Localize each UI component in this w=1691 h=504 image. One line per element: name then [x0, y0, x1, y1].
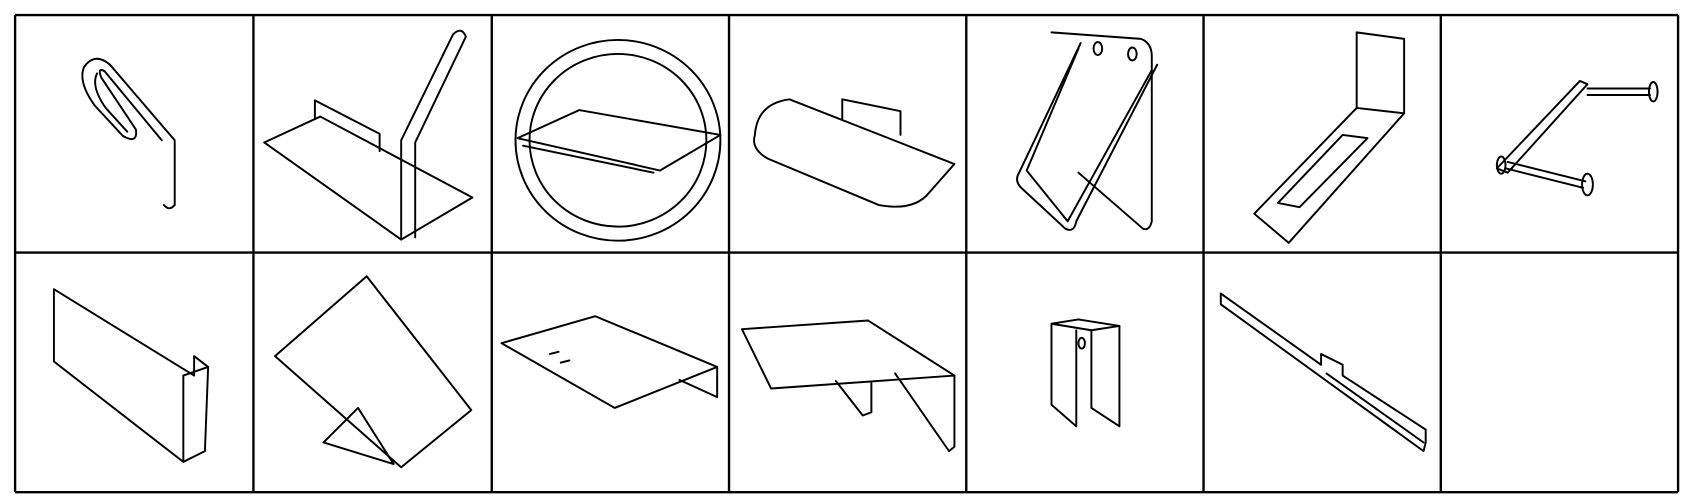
- part-l-bracket-with-arm: [263, 29, 474, 241]
- part-wire-hanger-plate: [1016, 31, 1159, 231]
- part-j-channel: [52, 288, 210, 463]
- part-hook: [81, 57, 176, 210]
- grid-lines: [13, 13, 1680, 494]
- part-u-channel-post: [1050, 318, 1121, 428]
- part-long-angle-bar: [1219, 292, 1427, 453]
- part-shelf-with-lip: [500, 315, 719, 409]
- part-towel-holder: [1495, 79, 1659, 197]
- part-ring-shelf: [514, 38, 722, 242]
- part-rounded-shelf: [753, 98, 956, 208]
- part-folded-square-plate: [274, 275, 473, 469]
- part-slotted-bracket: [1253, 31, 1406, 244]
- part-shelf-with-legs: [740, 319, 956, 453]
